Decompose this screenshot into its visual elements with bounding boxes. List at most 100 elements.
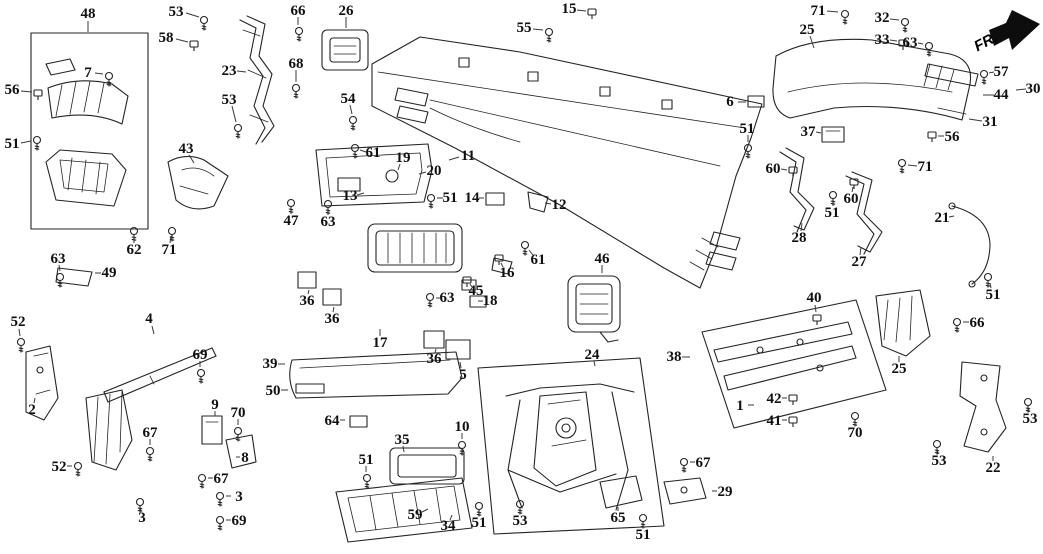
screw-icon (520, 240, 530, 256)
leader-line (815, 131, 822, 134)
instrument-panel (371, 36, 763, 289)
leader-line (307, 289, 310, 295)
leader-line (780, 168, 788, 171)
part-callout-61-49: 61 (531, 252, 546, 268)
screw-icon (32, 135, 42, 151)
leader-line (418, 171, 427, 175)
part-callout-51-91: 51 (359, 452, 374, 468)
fr-direction: FR. (971, 10, 1040, 55)
leader-line (236, 70, 247, 73)
screw-icon (350, 143, 360, 159)
clip-icon (898, 39, 908, 50)
screw-icon (129, 226, 139, 242)
part-callout-9-72: 9 (211, 397, 219, 413)
part-callout-67-74: 67 (143, 425, 159, 441)
part-callout-51-24: 51 (740, 121, 755, 137)
screw-icon (215, 515, 225, 531)
part-callout-52-60: 52 (11, 314, 26, 330)
screw-icon (104, 71, 114, 87)
part-callout-70-73: 70 (231, 405, 246, 421)
screw-icon (16, 337, 26, 353)
part-callout-71-41: 71 (162, 242, 177, 258)
leader-line (968, 118, 983, 122)
side-defroster-vent (321, 29, 369, 71)
corner-vent (55, 155, 229, 287)
left-kick-brackets (25, 345, 133, 471)
part-callout-14-36: 14 (465, 190, 481, 206)
screw-icon (199, 15, 209, 31)
small-brackets (461, 191, 549, 308)
part-callout-51-7: 51 (5, 136, 20, 152)
leader-line (397, 163, 401, 171)
part-callout-56-26: 56 (945, 129, 961, 145)
frame-rail-box (701, 299, 887, 429)
part-callout-38-67: 38 (667, 349, 682, 365)
passenger-vent (567, 275, 621, 343)
part-callout-23-8: 23 (222, 63, 237, 79)
part-callout-50-71: 50 (266, 383, 281, 399)
leader-line (349, 104, 353, 115)
steering-hanger-assembly (477, 357, 665, 535)
part-callout-39-69: 39 (263, 356, 278, 372)
part-callout-61-30: 61 (366, 145, 381, 161)
screw-icon (932, 439, 942, 455)
part-callout-53-85: 53 (932, 453, 947, 469)
part-callout-53-1: 53 (169, 4, 184, 20)
part-callout-62-40: 62 (127, 242, 142, 258)
part-callout-25-18: 25 (800, 22, 815, 38)
part-callout-3-87: 3 (235, 489, 243, 505)
part-callout-37-25: 37 (801, 124, 817, 140)
part-callout-49-48: 49 (102, 265, 117, 281)
leader-line (448, 156, 460, 161)
part-callout-11-33: 11 (461, 148, 475, 164)
leader-line (402, 445, 405, 453)
leader-line (20, 140, 32, 144)
part-callout-6-22: 6 (726, 94, 734, 110)
part-callout-10-79: 10 (455, 419, 470, 435)
part-callout-32-15: 32 (875, 10, 890, 26)
part-callout-25-65: 25 (892, 361, 907, 377)
part-callout-30-21: 30 (1026, 81, 1041, 97)
screw-icon (544, 27, 554, 43)
part-callout-67-99: 67 (696, 455, 712, 471)
part-callout-69-90: 69 (232, 513, 247, 529)
part-callout-63-39: 63 (321, 214, 336, 230)
leader-line (988, 71, 995, 74)
clip-icon (494, 254, 504, 265)
screw-icon (233, 123, 243, 139)
center-vent-assembly (297, 223, 471, 360)
screw-icon (291, 83, 301, 99)
clip-icon (788, 394, 798, 405)
screw-icon (840, 9, 850, 25)
leader-line (851, 186, 854, 193)
part-callout-53-84: 53 (1023, 411, 1038, 427)
part-callout-59-92: 59 (408, 507, 423, 523)
part-callout-15-12: 15 (562, 1, 577, 17)
part-callout-36-56: 36 (325, 311, 341, 327)
screw-icon (426, 193, 436, 209)
clip-icon (812, 314, 822, 325)
leader-line (58, 264, 61, 272)
leader-line (434, 348, 437, 354)
part-callout-71-14: 71 (811, 3, 826, 19)
screw-icon (515, 499, 525, 515)
screw-icon (952, 317, 962, 333)
part-callout-69-68: 69 (193, 347, 208, 363)
leader-line (449, 514, 453, 521)
clip-icon (462, 276, 472, 287)
part-callout-63-17: 63 (903, 35, 918, 51)
leader-line (889, 18, 900, 21)
fr-arrow-icon (989, 10, 1040, 50)
part-callout-46-54: 46 (595, 251, 611, 267)
part-callout-60-44: 60 (844, 191, 859, 207)
clip-icon (849, 178, 859, 189)
part-callout-65-96: 65 (611, 510, 626, 526)
part-callout-48-0: 48 (81, 6, 96, 22)
column-bracket (663, 477, 707, 505)
screw-icon (743, 143, 753, 159)
part-callout-71-28: 71 (918, 159, 933, 175)
clip-icon (788, 416, 798, 427)
screw-icon (196, 368, 206, 384)
part-callout-66-63: 66 (970, 315, 986, 331)
leader-line (907, 164, 918, 167)
